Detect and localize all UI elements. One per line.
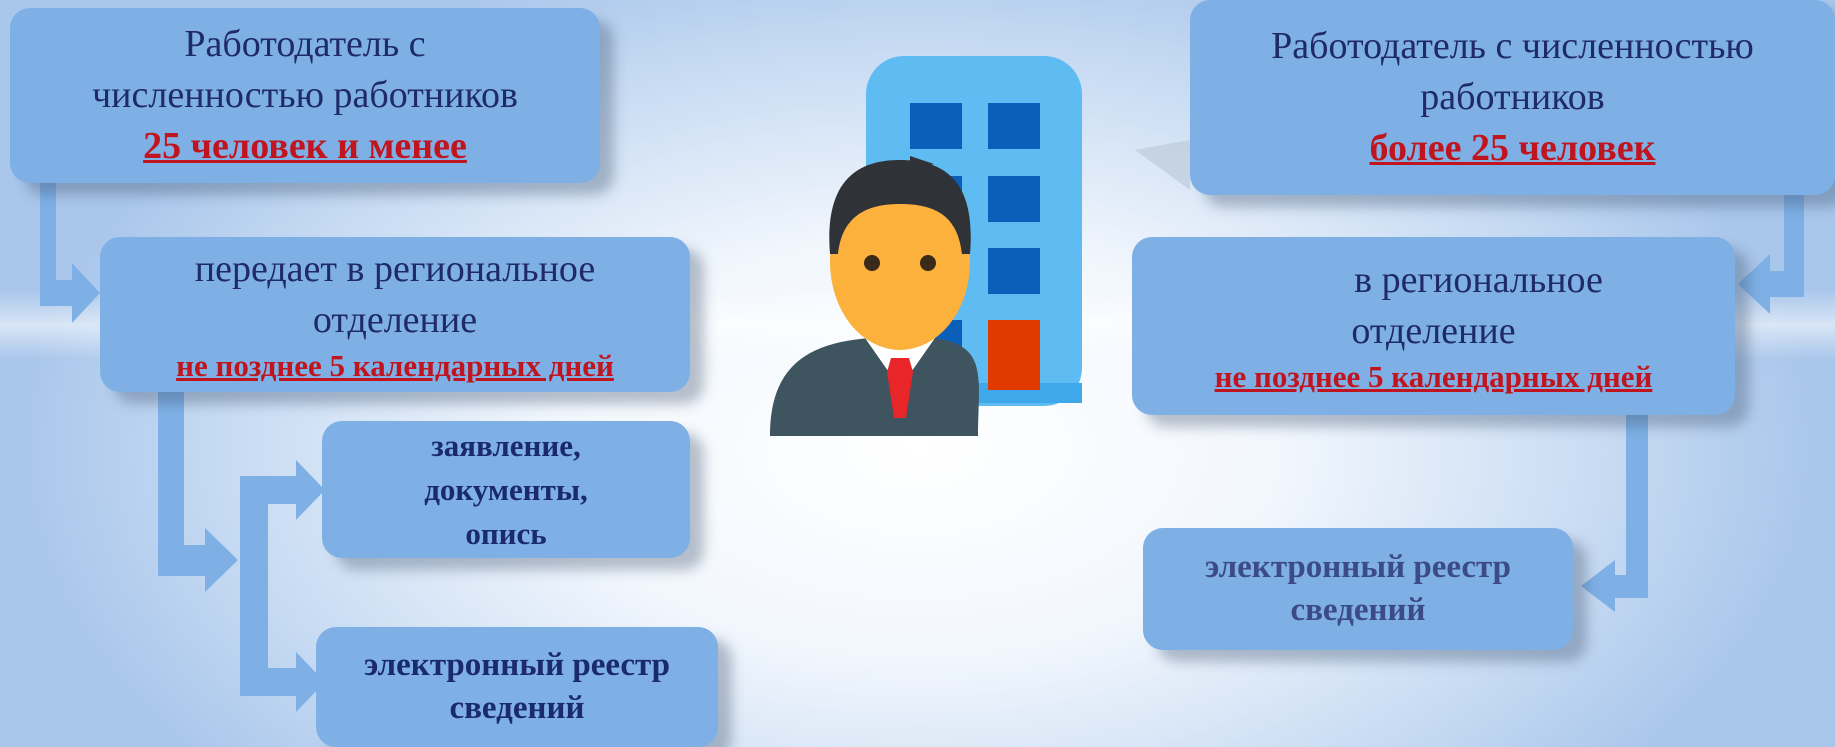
right-employer-line2: работников xyxy=(1420,76,1605,118)
left-employer-line2: численностью работников xyxy=(92,74,518,116)
documents-line2: документы, xyxy=(424,471,588,507)
right-employer-highlight: более 25 человек xyxy=(1369,127,1656,169)
right-registry-line2: сведений xyxy=(1290,592,1426,628)
left-registry-line2: сведений xyxy=(449,690,585,726)
left-employer-box: Работодатель с численностью работников 2… xyxy=(10,8,600,183)
documents-line1: заявление, xyxy=(431,427,581,463)
documents-line3: опись xyxy=(465,515,547,551)
left-employer-line1: Работодатель с xyxy=(184,23,426,65)
left-registry-line1: электронный реестр xyxy=(363,647,671,683)
right-transfer-line2: отделение xyxy=(1351,310,1516,352)
left-transfer-box: передает в региональное отделение не поз… xyxy=(100,237,690,392)
right-registry-line1: электронный реестр xyxy=(1204,549,1512,585)
right-registry-box: электронный реестр сведений xyxy=(1143,528,1573,650)
arrow-right-mid-to-registry xyxy=(1581,415,1648,612)
arrow-right-top-to-mid xyxy=(1738,195,1804,314)
arrow-left-mid-to-split xyxy=(158,385,238,592)
left-registry-box: электронный реестр сведений xyxy=(316,627,718,747)
left-transfer-line2: отделение xyxy=(312,298,478,341)
right-transfer-highlight: не позднее 5 календарных дней xyxy=(1214,359,1653,394)
arrow-left-split-to-docs xyxy=(240,460,325,712)
left-documents-box: заявление, документы, опись xyxy=(322,421,690,558)
left-employer-highlight: 25 человек и менее xyxy=(143,125,467,167)
businessman-building-icon xyxy=(770,56,1082,436)
arrow-left-top-to-mid xyxy=(40,175,100,323)
right-transfer-line1: в региональное xyxy=(1354,259,1603,301)
left-transfer-highlight: не позднее 5 календарных дней xyxy=(176,347,614,383)
right-employer-line1: Работодатель с численностью xyxy=(1271,25,1754,67)
right-employer-box: Работодатель с численностью работников б… xyxy=(1190,0,1835,195)
right-top-box-pointer xyxy=(1135,140,1190,190)
left-transfer-line1: передает в региональное xyxy=(194,247,596,290)
right-transfer-box: в региональное отделение не позднее 5 ка… xyxy=(1132,237,1735,415)
